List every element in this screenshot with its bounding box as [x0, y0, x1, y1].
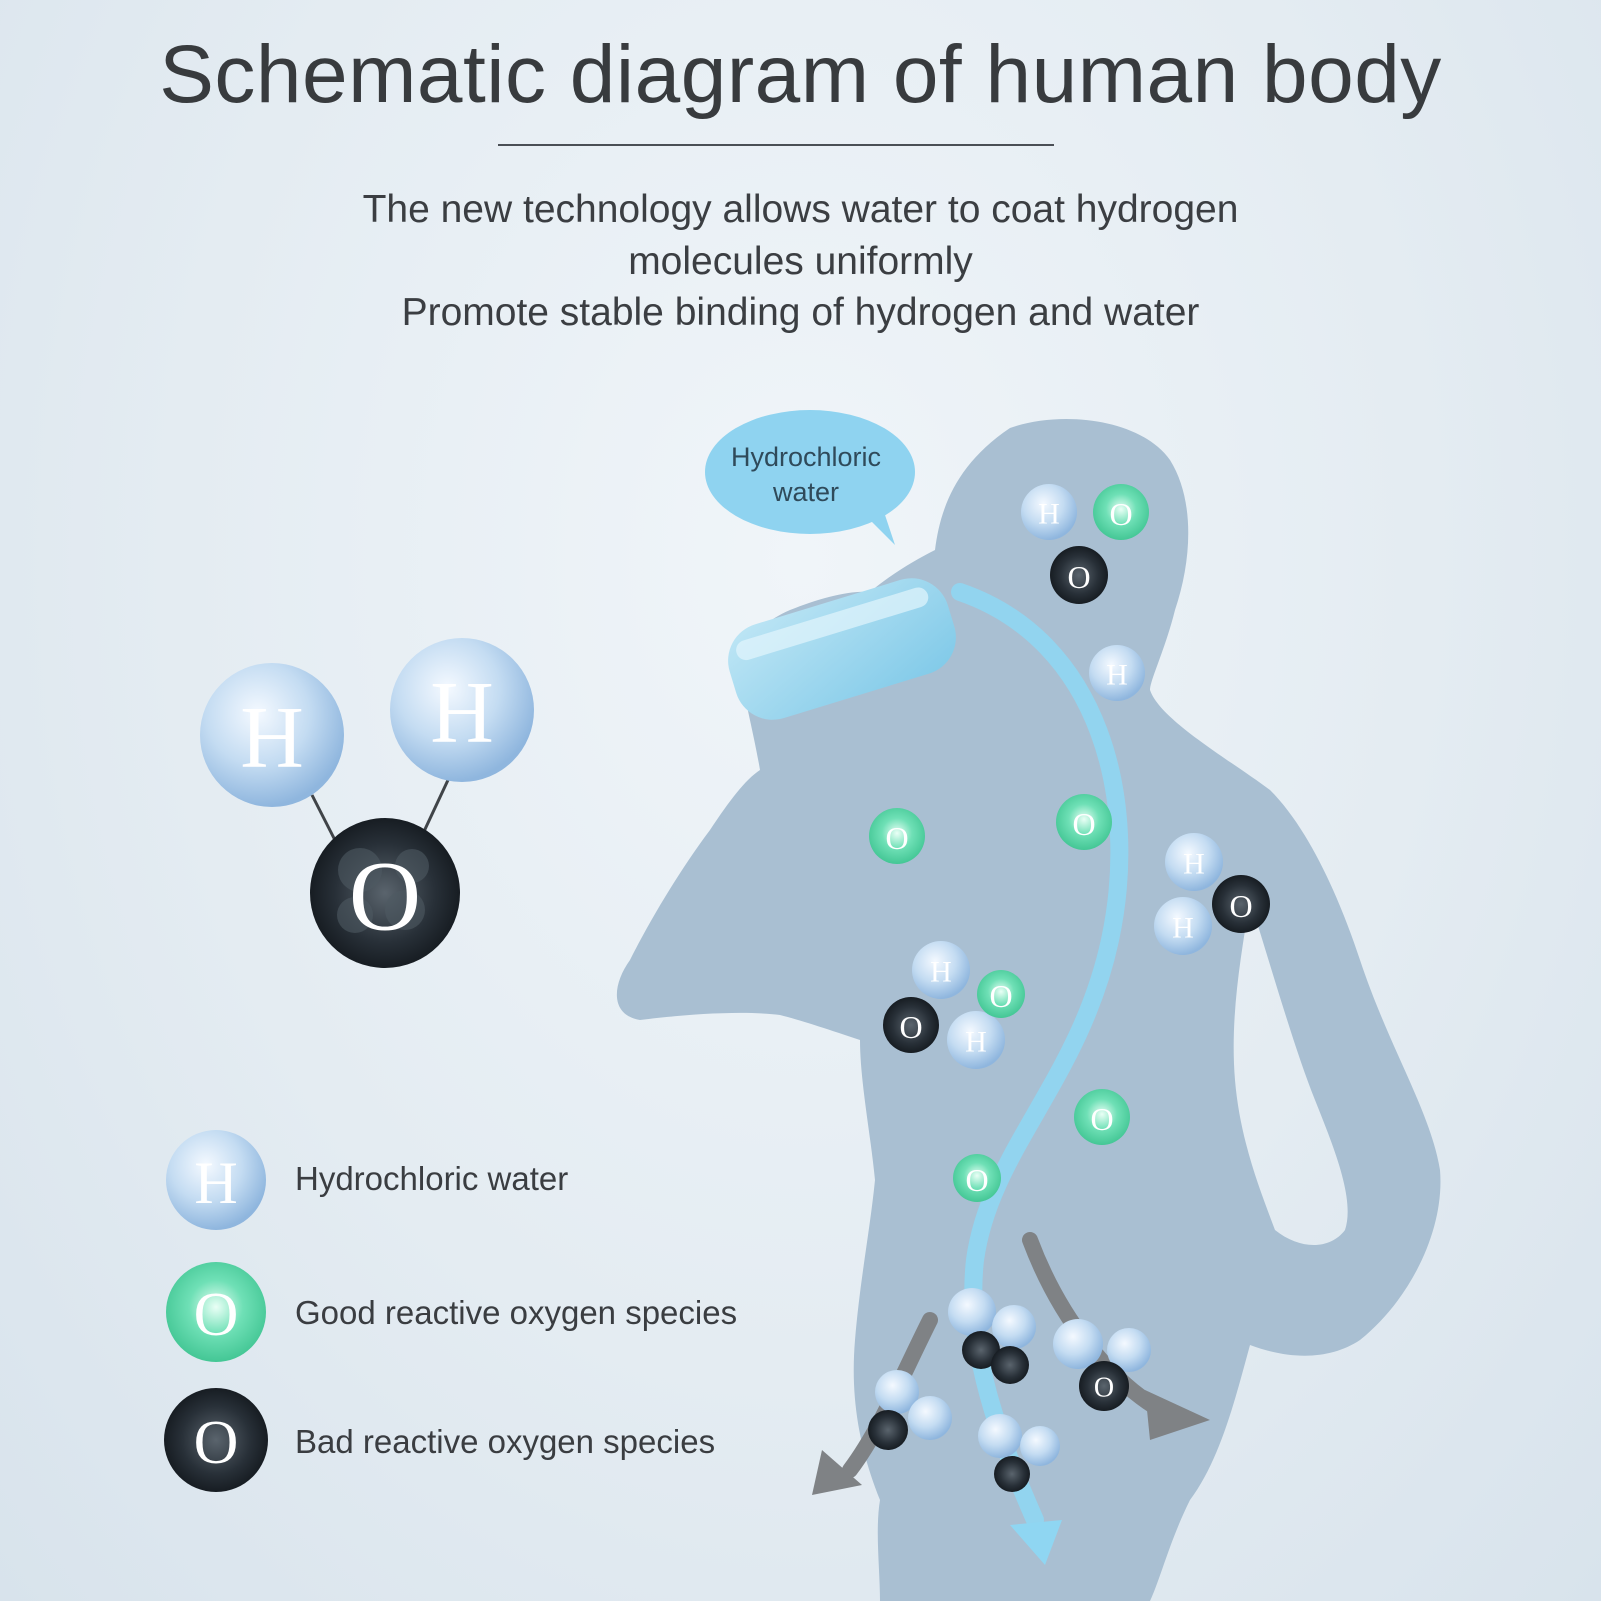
- subtitle-line-3: Promote stable binding of hydrogen and w…: [401, 291, 1200, 334]
- body-bad-oxygen-atoms: [868, 546, 1270, 1492]
- body-hydrogen-atoms: [875, 484, 1223, 1466]
- legend-hydrogen-icon: [166, 1130, 266, 1230]
- subtitle-line-1: The new technology allows water to coat …: [362, 188, 1239, 231]
- subtitle-line-2: molecules uniformly: [628, 240, 973, 283]
- svg-text:O: O: [965, 1162, 988, 1198]
- title-divider: [498, 144, 1054, 146]
- flow-arrow: [951, 583, 1129, 1529]
- speech-bubble: [705, 410, 915, 545]
- hydrogen-atom-right: [390, 638, 534, 782]
- legend-bad-oxygen-icon: [164, 1388, 268, 1492]
- water-molecule: H H O: [200, 638, 534, 968]
- svg-text:H: H: [930, 956, 952, 989]
- svg-text:O: O: [1109, 496, 1132, 532]
- legend-label-bad-oxygen: Bad reactive oxygen species: [295, 1423, 716, 1460]
- hydrogen-atom-left: [200, 663, 344, 807]
- legend-label-good-oxygen: Good reactive oxygen species: [295, 1294, 738, 1331]
- flow-arrow-head: [1010, 1520, 1062, 1565]
- svg-text:H: H: [1106, 659, 1128, 692]
- svg-text:O: O: [989, 978, 1012, 1014]
- speech-bubble-line-1: Hydrochloric: [730, 442, 882, 472]
- svg-text:O: O: [1067, 559, 1090, 595]
- svg-text:O: O: [899, 1009, 922, 1045]
- speech-bubble-line-2: water: [772, 477, 840, 507]
- svg-text:O: O: [1090, 1101, 1113, 1137]
- body-hydrogen-letters: H H H H H H: [930, 498, 1205, 1059]
- body-bad-oxygen-letters: O O O O: [899, 559, 1252, 1404]
- svg-text:O: O: [1094, 1373, 1114, 1404]
- svg-text:O: O: [1229, 888, 1252, 924]
- oxygen-letter: O: [349, 841, 421, 952]
- out-arrow-right-head: [1145, 1390, 1210, 1440]
- out-arrow-left-head: [812, 1450, 862, 1495]
- legend-label-hydrogen: Hydrochloric water: [295, 1160, 569, 1197]
- svg-text:O: O: [885, 820, 908, 856]
- svg-text:H: H: [965, 1026, 987, 1059]
- svg-text:H: H: [1038, 498, 1060, 531]
- body-good-oxygen-letters: O O O O O O: [885, 496, 1132, 1198]
- body-good-oxygen-atoms: [869, 484, 1149, 1202]
- body-silhouette: [616, 418, 1441, 1601]
- hydrogen-letter-right: H: [430, 665, 494, 762]
- svg-text:H: H: [1183, 848, 1205, 881]
- legend-icons: H O O: [164, 1130, 268, 1492]
- legend-letter-3: O: [194, 1409, 239, 1477]
- legend-letter-1: H: [194, 1150, 237, 1216]
- svg-text:H: H: [1172, 912, 1194, 945]
- legend-letter-2: O: [194, 1281, 239, 1349]
- speech-bubble-text: Hydrochloric water: [716, 440, 896, 510]
- page-title: Schematic diagram of human body: [159, 29, 1442, 120]
- water-bottle: [728, 578, 956, 720]
- legend-good-oxygen-icon: [166, 1262, 266, 1362]
- svg-text:O: O: [1072, 806, 1095, 842]
- hydrogen-letter-left: H: [240, 690, 304, 787]
